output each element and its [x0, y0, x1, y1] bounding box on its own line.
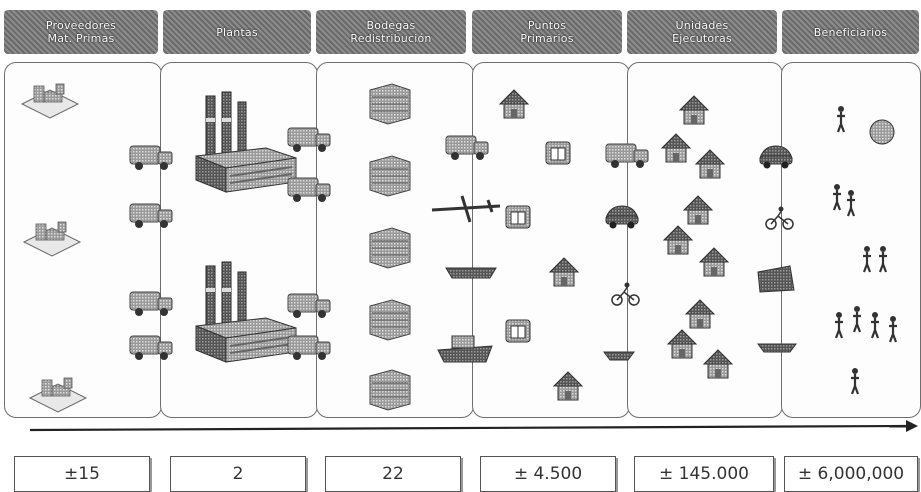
header-beneficiarios: Beneficiarios — [782, 10, 919, 54]
column-unidades-ejecutoras — [627, 62, 783, 418]
header-plantas: Plantas — [163, 10, 311, 54]
count-beneficiarios: ± 6,000,000 — [784, 456, 918, 492]
header-bodegas: Bodegas Redistribución — [316, 10, 466, 54]
count-plantas: 2 — [170, 456, 306, 492]
count-proveedores: ±15 — [14, 456, 150, 492]
flow-arrow-head — [906, 420, 918, 432]
header-proveedores: Proveedores Mat. Primas — [4, 10, 158, 54]
header-puntos-primarios: Puntos Primarios — [472, 10, 622, 54]
header-unidades-ejecutoras: Unidades Ejecutoras — [627, 10, 777, 54]
column-puntos-primarios — [472, 62, 630, 418]
column-beneficiarios — [781, 62, 921, 418]
count-unidades-ejecutoras: ± 145.000 — [634, 456, 774, 492]
flow-arrow-line — [29, 424, 907, 432]
count-bodegas: 22 — [325, 456, 461, 492]
count-puntos-primarios: ± 4.500 — [480, 456, 616, 492]
